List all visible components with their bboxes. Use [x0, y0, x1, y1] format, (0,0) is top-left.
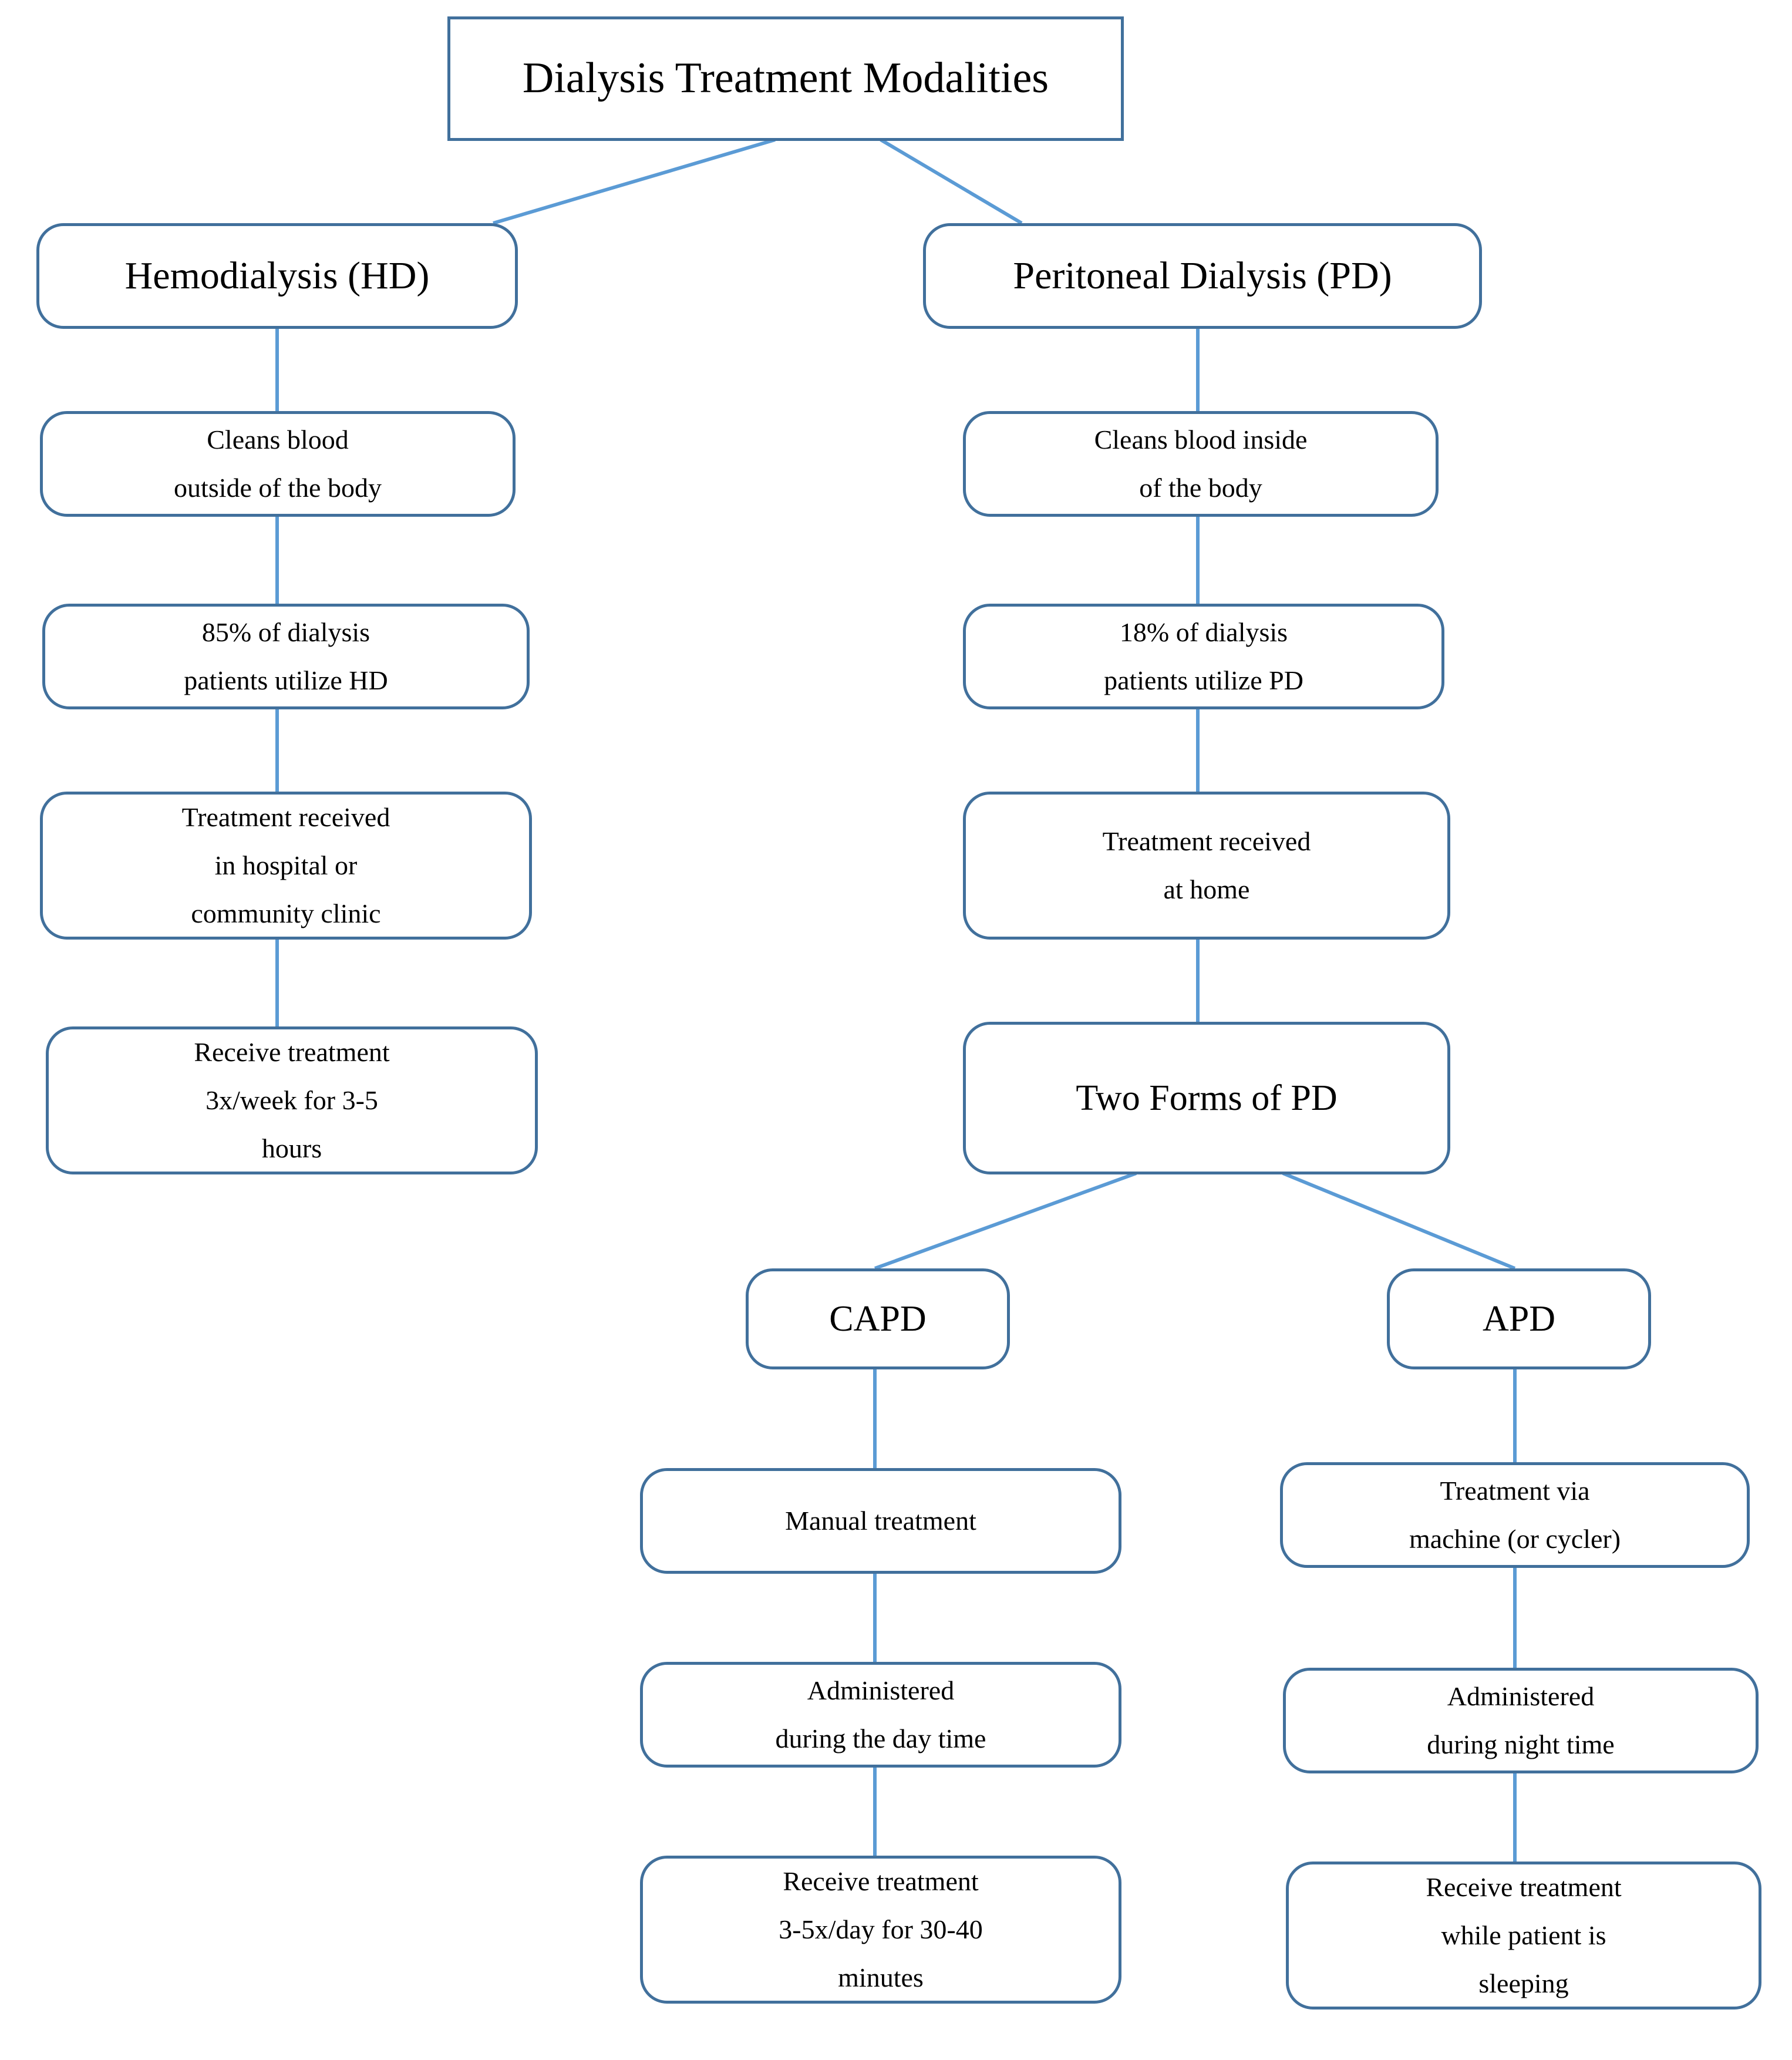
node-hd-step-1[interactable]: Cleans blood outside of the body: [40, 411, 516, 517]
node-pd-step-1[interactable]: Cleans blood inside of the body: [963, 411, 1439, 517]
node-hd-step-4-label: Receive treatment 3x/week for 3-5 hours: [194, 1037, 390, 1163]
node-hd-step-2[interactable]: 85% of dialysis patients utilize HD: [42, 604, 530, 709]
node-root-title-label: Dialysis Treatment Modalities: [522, 54, 1049, 103]
node-capd-step-2[interactable]: Administered during the day time: [640, 1662, 1121, 1768]
node-hd-step-3[interactable]: Treatment received in hospital or commun…: [40, 792, 532, 940]
connector-forms-to-apd: [1282, 1172, 1516, 1270]
node-capd-step-3-label: Receive treatment 3-5x/day for 30-40 min…: [779, 1866, 983, 1992]
node-capd-header[interactable]: CAPD: [746, 1268, 1010, 1369]
node-hd-step-3-label: Treatment received in hospital or commun…: [181, 802, 390, 928]
node-two-forms-of-pd[interactable]: Two Forms of PD: [963, 1022, 1450, 1174]
node-apd-step-1-label: Treatment via machine (or cycler): [1409, 1476, 1621, 1554]
node-hemodialysis-header-label: Hemodialysis (HD): [124, 254, 430, 298]
connector-root-to-pd: [880, 138, 1023, 225]
node-apd-step-3[interactable]: Receive treatment while patient is sleep…: [1286, 1862, 1761, 2009]
connector-forms-to-capd: [874, 1172, 1137, 1270]
node-hd-step-1-label: Cleans blood outside of the body: [174, 425, 382, 503]
node-root-title[interactable]: Dialysis Treatment Modalities: [447, 16, 1124, 141]
node-apd-step-2[interactable]: Administered during night time: [1283, 1668, 1759, 1773]
node-apd-header[interactable]: APD: [1387, 1268, 1651, 1369]
node-hd-step-4[interactable]: Receive treatment 3x/week for 3-5 hours: [46, 1026, 538, 1174]
node-capd-step-1[interactable]: Manual treatment: [640, 1468, 1121, 1574]
node-pd-step-1-label: Cleans blood inside of the body: [1094, 425, 1308, 503]
node-pd-step-2-label: 18% of dialysis patients utilize PD: [1104, 617, 1303, 695]
node-two-forms-of-pd-label: Two Forms of PD: [1076, 1078, 1338, 1118]
node-pd-step-3-label: Treatment received at home: [1102, 826, 1311, 904]
node-pd-step-3[interactable]: Treatment received at home: [963, 792, 1450, 940]
node-peritoneal-header[interactable]: Peritoneal Dialysis (PD): [923, 223, 1482, 329]
connector-root-to-hd: [493, 138, 776, 225]
node-hemodialysis-header[interactable]: Hemodialysis (HD): [36, 223, 518, 329]
node-apd-step-2-label: Administered during night time: [1427, 1681, 1615, 1759]
node-capd-step-2-label: Administered during the day time: [775, 1675, 986, 1753]
node-apd-step-3-label: Receive treatment while patient is sleep…: [1426, 1872, 1622, 1998]
node-capd-step-3[interactable]: Receive treatment 3-5x/day for 30-40 min…: [640, 1856, 1121, 2004]
node-capd-header-label: CAPD: [829, 1298, 927, 1339]
node-hd-step-2-label: 85% of dialysis patients utilize HD: [184, 617, 388, 695]
node-apd-step-1[interactable]: Treatment via machine (or cycler): [1280, 1462, 1750, 1568]
node-peritoneal-header-label: Peritoneal Dialysis (PD): [1013, 254, 1392, 298]
node-capd-step-1-label: Manual treatment: [785, 1506, 976, 1536]
node-apd-header-label: APD: [1482, 1298, 1556, 1339]
node-pd-step-2[interactable]: 18% of dialysis patients utilize PD: [963, 604, 1444, 709]
